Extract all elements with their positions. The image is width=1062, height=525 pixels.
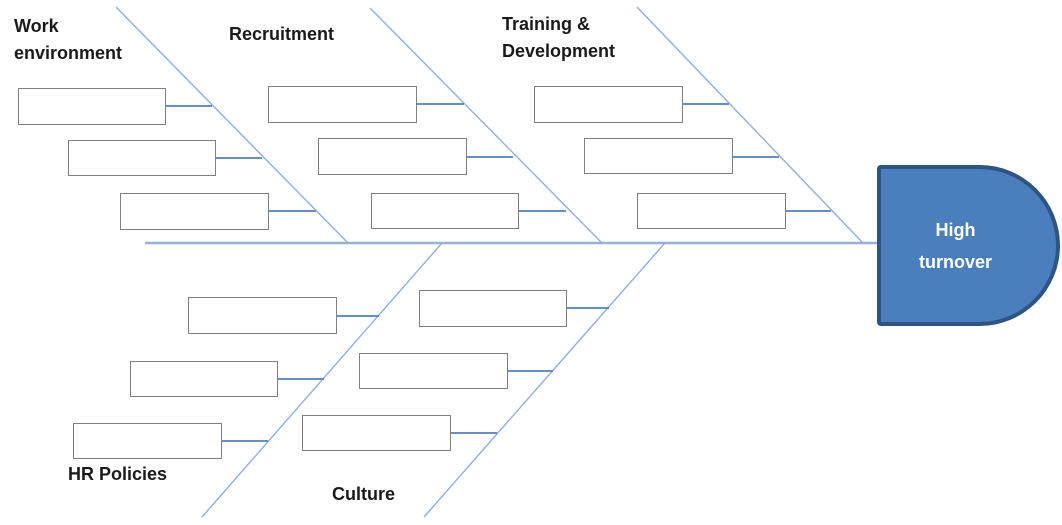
category-label-work-environment: Work environment [14, 16, 123, 63]
cause-box-hr-policies-1[interactable] [188, 297, 337, 334]
cause-box-culture-3[interactable] [302, 415, 451, 451]
cause-box-recruitment-1[interactable] [268, 86, 417, 123]
cause-box-work-environment-2[interactable] [68, 140, 216, 176]
cause-box-work-environment-3[interactable] [120, 193, 269, 230]
cause-box-recruitment-3[interactable] [371, 193, 519, 229]
cause-box-training-development-1[interactable] [534, 86, 683, 123]
cause-box-culture-1[interactable] [419, 290, 567, 327]
cause-box-hr-policies-3[interactable] [73, 423, 222, 459]
cause-box-training-development-3[interactable] [637, 193, 786, 229]
category-label-training-development: Training & Development [502, 14, 616, 61]
cause-box-work-environment-1[interactable] [18, 88, 166, 125]
effect-node: High turnover [877, 165, 1060, 326]
cause-box-training-development-2[interactable] [584, 138, 733, 174]
effect-label: High turnover [918, 219, 992, 272]
cause-box-hr-policies-2[interactable] [130, 361, 278, 397]
category-label-culture: Culture [332, 484, 395, 504]
cause-box-culture-2[interactable] [359, 353, 508, 389]
category-label-recruitment: Recruitment [229, 24, 335, 44]
category-label-hr-policies: HR Policies [68, 464, 168, 484]
cause-box-recruitment-2[interactable] [318, 138, 467, 175]
